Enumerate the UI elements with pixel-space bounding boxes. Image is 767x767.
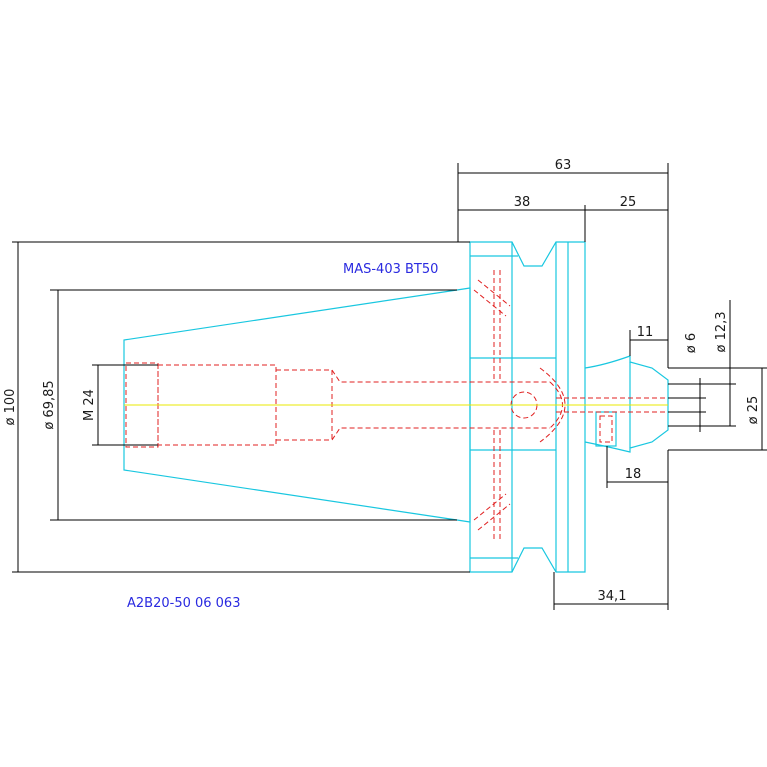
dim-overall-length: 63 (555, 158, 572, 173)
dim-34-1: 34,1 (598, 589, 627, 604)
bottom-label: A2B20-50 06 063 (127, 596, 240, 611)
dim-dia-100: ø 100 (3, 389, 18, 426)
shank-outline (584, 355, 669, 453)
bore-hidden (276, 427, 550, 441)
dim-18: 18 (625, 467, 642, 482)
part-outline (123, 241, 669, 573)
drill-hidden (473, 279, 511, 317)
dim-11: 11 (637, 325, 654, 340)
screw-outline (595, 411, 617, 447)
drill-hidden (473, 493, 511, 531)
screw-hidden (599, 415, 613, 443)
bore-hidden (276, 369, 550, 383)
dimensions (12, 163, 767, 610)
top-label: MAS-403 BT50 (343, 262, 438, 277)
dim-thread: M 24 (82, 389, 97, 421)
dim-dia-12-3: ø 12,3 (714, 311, 729, 352)
dim-flange-length: 38 (514, 195, 531, 210)
dim-shank-length: 25 (620, 195, 637, 210)
channel-hidden (539, 367, 566, 443)
dim-dia-69-85: ø 69,85 (42, 380, 57, 429)
dim-dia-6: ø 6 (684, 333, 699, 353)
dim-dia-25: ø 25 (746, 396, 761, 425)
